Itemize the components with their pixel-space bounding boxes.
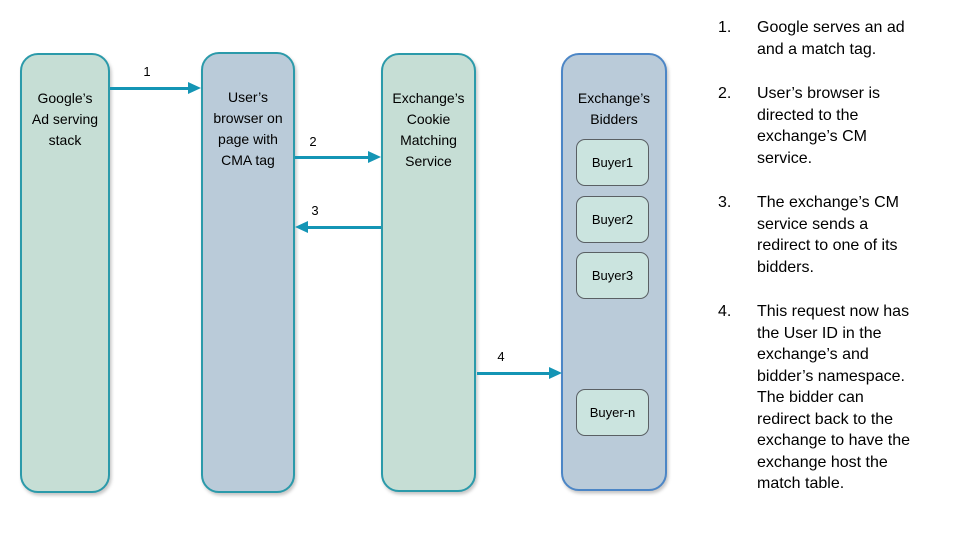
arrow-4-head-icon bbox=[549, 367, 562, 379]
note-text: Google serves an ad and a match tag. bbox=[757, 19, 905, 58]
node-user-browser: User’s browser on page with CMA tag bbox=[201, 52, 295, 493]
arrow-2-number-label: 2 bbox=[309, 134, 317, 149]
notes-list: 1. Google serves an ad and a match tag. … bbox=[704, 17, 956, 518]
arrow-3-number-label: 3 bbox=[311, 203, 319, 218]
note-text: User’s browser is directed to the exchan… bbox=[757, 85, 880, 167]
note-item-3: 3. The exchange’s CM service sends a red… bbox=[704, 192, 956, 278]
note-item-1: 1. Google serves an ad and a match tag. bbox=[704, 17, 956, 60]
note-text: The exchange’s CM service sends a redire… bbox=[757, 194, 899, 276]
arrow-1-number-label: 1 bbox=[143, 64, 151, 79]
note-item-2: 2. User’s browser is directed to the exc… bbox=[704, 83, 956, 169]
arrow-3-head-icon bbox=[295, 221, 308, 233]
node-google-ad-stack: Google’s Ad serving stack bbox=[20, 53, 110, 493]
buyer-3-box: Buyer3 bbox=[576, 252, 649, 299]
arrow-4-shaft bbox=[477, 372, 550, 375]
arrow-4-number-label: 4 bbox=[497, 349, 505, 364]
buyer-n-box: Buyer-n bbox=[576, 389, 649, 436]
arrow-3-shaft bbox=[307, 226, 381, 229]
note-number: 2. bbox=[718, 85, 732, 102]
arrow-2-shaft bbox=[295, 156, 369, 159]
note-number: 4. bbox=[718, 303, 732, 320]
node-label: Exchange’s Bidders bbox=[577, 90, 651, 127]
node-label: User’s browser on page with CMA tag bbox=[213, 89, 283, 168]
node-exchange-bidders: Exchange’s Bidders Buyer1 Buyer2 Buyer3 … bbox=[561, 53, 667, 491]
arrow-1-head-icon bbox=[188, 82, 201, 94]
note-number: 1. bbox=[718, 19, 732, 36]
note-item-4: 4. This request now has the User ID in t… bbox=[704, 301, 956, 495]
arrow-1-shaft bbox=[110, 87, 190, 90]
node-cookie-matching-service: Exchange’s Cookie Matching Service bbox=[381, 53, 476, 492]
buyer-1-box: Buyer1 bbox=[576, 139, 649, 186]
buyer-2-box: Buyer2 bbox=[576, 196, 649, 243]
note-number: 3. bbox=[718, 194, 732, 211]
node-label: Exchange’s Cookie Matching Service bbox=[392, 90, 465, 169]
note-text: This request now has the User ID in the … bbox=[757, 303, 911, 492]
node-label: Google’s Ad serving stack bbox=[31, 90, 99, 148]
arrow-2-head-icon bbox=[368, 151, 381, 163]
